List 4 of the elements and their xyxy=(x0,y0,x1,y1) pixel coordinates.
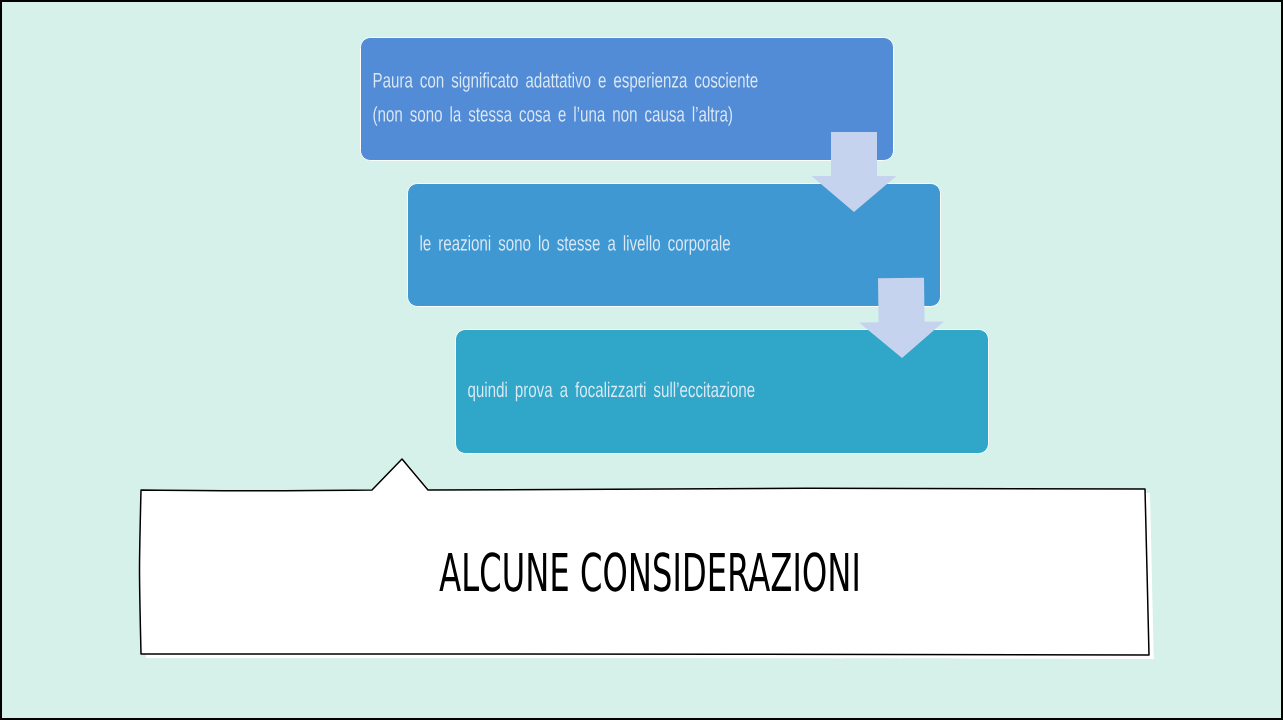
process-box: quindi prova a focalizzarti sull’eccitazione xyxy=(455,329,989,454)
title-callout: ALCUNE CONSIDERAZIONI xyxy=(138,458,1154,659)
process-box: le reazioni sono lo stesse a livello corporale xyxy=(407,183,941,307)
process-box: Paura con significato adattativo e esperienza cosciente (non sono la stessa cosa e l’una non causa l’altra) xyxy=(360,37,894,161)
